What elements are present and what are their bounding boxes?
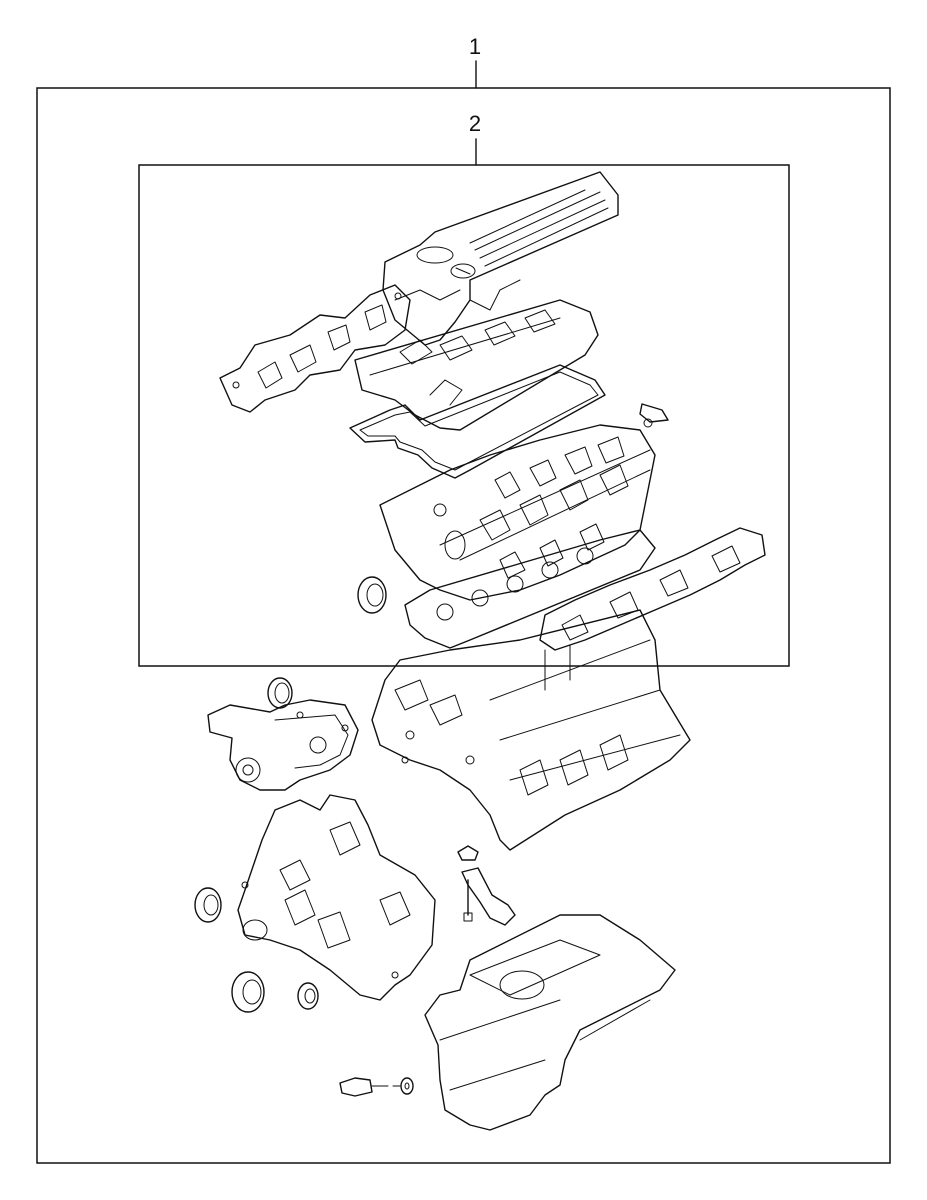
oil-pickup-part bbox=[457, 845, 516, 926]
engine-block-part bbox=[371, 609, 691, 851]
callout-2-label: 2 bbox=[469, 111, 481, 136]
callout-1-frame bbox=[36, 87, 891, 1164]
intake-manifold-gasket-part bbox=[219, 284, 411, 413]
oil-seal-part bbox=[357, 576, 387, 614]
oil-pan-part bbox=[424, 914, 676, 1131]
head-gasket-part bbox=[404, 529, 656, 649]
o-ring-part bbox=[267, 677, 293, 709]
rocker-cover-part bbox=[354, 299, 599, 431]
rocker-cover-gasket-part bbox=[349, 364, 606, 479]
half-moon-seal-part bbox=[639, 403, 669, 423]
large-oil-seal-part bbox=[231, 971, 265, 1013]
engine-cover-part bbox=[382, 171, 619, 346]
small-oil-seal-part bbox=[297, 982, 319, 1010]
water-pump-part bbox=[207, 699, 359, 791]
front-crankshaft-seal-part bbox=[194, 887, 222, 923]
cylinder-head-part bbox=[379, 418, 656, 601]
drain-bolt-part bbox=[339, 1077, 401, 1097]
drain-washer-part bbox=[400, 1077, 414, 1095]
timing-cover-part bbox=[237, 794, 436, 1001]
callout-2-frame bbox=[138, 164, 790, 667]
callout-1-label: 1 bbox=[469, 34, 481, 59]
